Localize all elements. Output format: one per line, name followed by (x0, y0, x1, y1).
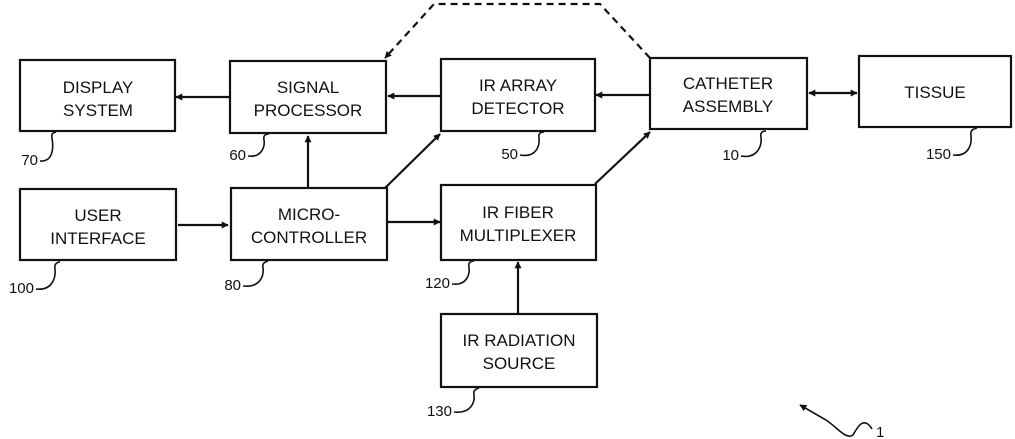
ref-user-interface: 100 (9, 280, 34, 297)
display-system-label-line2: SYSTEM (63, 101, 133, 120)
ir-fiber-multiplexer-label-line1: IR FIBER (482, 203, 554, 222)
leader-micro-controller (243, 261, 268, 286)
user-interface-label-line2: INTERFACE (50, 229, 145, 248)
catheter-assembly-label-line1: CATHETER (683, 74, 773, 93)
catheter-assembly-label-line2: ASSEMBLY (683, 97, 773, 116)
user-interface-label-line1: USER (74, 206, 121, 225)
ref-ir-radiation-source: 130 (427, 403, 452, 420)
ref-display-system: 70 (21, 152, 38, 169)
ir-radiation-source-label-line1: IR RADIATION (462, 331, 575, 350)
figure-reference: 1 (800, 405, 884, 439)
block-signal-processor: SIGNAL PROCESSOR (230, 61, 386, 133)
display-system-label-line1: DISPLAY (63, 78, 134, 97)
signal-processor-label-line1: SIGNAL (277, 78, 339, 97)
arrow-microcontroller-to-ir-array (385, 134, 440, 188)
ref-micro-controller: 80 (224, 277, 241, 294)
leader-tissue (953, 128, 977, 155)
leader-ir-fiber-multiplexer (452, 261, 474, 284)
block-ir-array-detector: IR ARRAY DETECTOR (441, 59, 595, 131)
tissue-label: TISSUE (904, 83, 965, 102)
leader-catheter-assembly (741, 131, 766, 156)
leader-ir-radiation-source (454, 388, 479, 412)
block-tissue: TISSUE (859, 56, 1011, 127)
block-display-system: DISPLAY SYSTEM (20, 60, 175, 131)
leader-signal-processor (248, 134, 269, 156)
dashed-arrow-catheter-to-signal-processor (385, 4, 650, 58)
ref-catheter-assembly: 10 (722, 147, 739, 164)
ir-array-detector-label-line1: IR ARRAY (479, 76, 557, 95)
leader-user-interface (36, 262, 60, 289)
block-catheter-assembly: CATHETER ASSEMBLY (650, 58, 807, 129)
block-ir-radiation-source: IR RADIATION SOURCE (441, 314, 597, 387)
ir-radiation-source-label-line2: SOURCE (483, 354, 556, 373)
signal-processor-label-line2: PROCESSOR (254, 101, 363, 120)
ref-signal-processor: 60 (229, 147, 246, 164)
micro-controller-label-line2: CONTROLLER (251, 228, 367, 247)
figure-reference-number: 1 (876, 424, 884, 439)
block-ir-fiber-multiplexer: IR FIBER MULTIPLEXER (441, 185, 596, 260)
ir-array-detector-label-line2: DETECTOR (471, 99, 564, 118)
ref-tissue: 150 (926, 146, 951, 163)
ref-ir-fiber-multiplexer: 120 (425, 275, 450, 292)
ref-ir-array-detector: 50 (501, 146, 518, 163)
block-user-interface: USER INTERFACE (20, 189, 176, 260)
leader-ir-array-detector (520, 132, 544, 155)
ir-fiber-multiplexer-label-line2: MULTIPLEXER (460, 226, 577, 245)
block-micro-controller: MICRO- CONTROLLER (231, 188, 387, 260)
figure-reference-leader (800, 405, 872, 436)
arrow-ir-fiber-multiplexer-to-catheter (595, 132, 650, 184)
micro-controller-label-line1: MICRO- (278, 205, 340, 224)
leader-display-system (40, 132, 56, 161)
